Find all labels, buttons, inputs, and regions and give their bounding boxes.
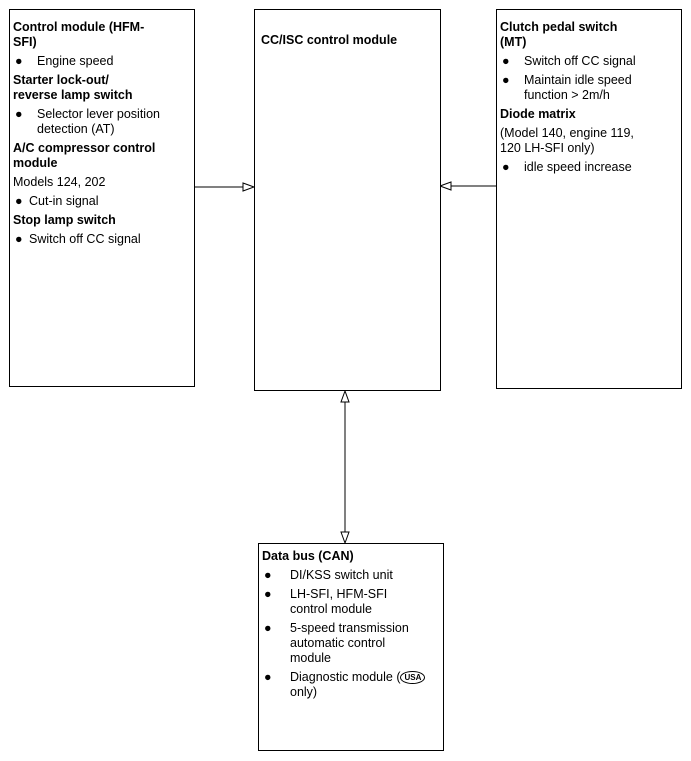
- maintain-idle-item: ● Maintain idle speed function > 2m/h: [502, 73, 632, 102]
- usa-badge: USA: [400, 671, 426, 684]
- cc-isc-control-module-box: CC/ISC control module: [254, 9, 441, 391]
- ac-compressor-heading: A/C compressor control module: [13, 141, 156, 170]
- di-kss-item: ● DI/KSS switch unit: [264, 568, 393, 582]
- bullet-icon: ●: [264, 670, 272, 684]
- bullet-icon: ●: [502, 73, 510, 87]
- arrowhead-up: [340, 389, 350, 403]
- arrowhead-down: [340, 531, 350, 545]
- transmission-item: ● 5-speed transmission automatic control…: [264, 621, 409, 665]
- bullet-icon: ●: [15, 232, 23, 246]
- control-module-heading: Control module (HFM-SFI): [13, 20, 145, 49]
- engine-speed-item: ● Engine speed: [15, 54, 114, 68]
- cutin-signal-item: ● Cut-in signal: [15, 194, 99, 208]
- models-text: Models 124, 202: [13, 175, 106, 189]
- bullet-icon: ●: [15, 107, 23, 121]
- lh-sfi-item: ● LH-SFI, HFM-SFI control module: [264, 587, 388, 616]
- diode-note-text: (Model 140, engine 119, 120 LH-SFI only): [500, 126, 634, 155]
- data-bus-can-box: Data bus (CAN) ● DI/KSS switch unit ● LH…: [258, 543, 444, 751]
- left-input-box: Control module (HFM-SFI) ● Engine speed …: [9, 9, 195, 387]
- selector-lever-item: ● Selector lever position detection (AT): [15, 107, 160, 136]
- clutch-switch-off-item: ● Switch off CC signal: [502, 54, 636, 68]
- arrowhead-right-to-center: [438, 181, 452, 191]
- clutch-pedal-heading: Clutch pedal switch (MT): [500, 20, 618, 49]
- bullet-icon: ●: [502, 54, 510, 68]
- diagnostic-module-item: ● Diagnostic module (USA only): [262, 670, 442, 700]
- bullet-icon: ●: [264, 621, 272, 635]
- bullet-icon: ●: [15, 194, 23, 208]
- right-input-box: Clutch pedal switch (MT) ● Switch off CC…: [496, 9, 682, 389]
- bullet-icon: ●: [15, 54, 23, 68]
- diode-matrix-heading: Diode matrix: [500, 107, 576, 121]
- starter-lockout-heading: Starter lock-out/ reverse lamp switch: [13, 73, 133, 102]
- bullet-icon: ●: [264, 568, 272, 582]
- cc-isc-heading: CC/ISC control module: [261, 33, 398, 47]
- bullet-icon: ●: [502, 160, 510, 174]
- bullet-icon: ●: [264, 587, 272, 601]
- idle-increase-item: ● idle speed increase: [502, 160, 632, 174]
- data-bus-heading: Data bus (CAN): [262, 549, 354, 563]
- arrowhead-left-to-center: [242, 182, 256, 192]
- stop-lamp-heading: Stop lamp switch: [13, 213, 116, 227]
- stop-switch-off-item: ● Switch off CC signal: [15, 232, 141, 246]
